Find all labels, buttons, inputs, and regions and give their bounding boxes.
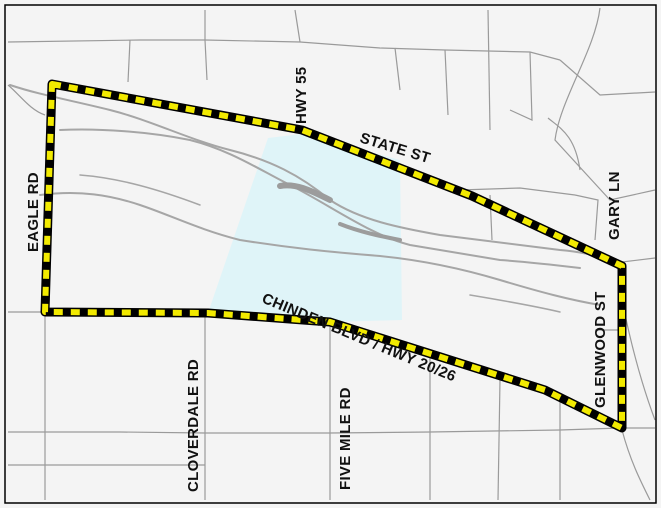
label-hwy-55: HWY 55 bbox=[293, 67, 310, 124]
label-cloverdale-rd: CLOVERDALE RD bbox=[185, 359, 202, 492]
highlighted-area bbox=[208, 134, 402, 322]
road-network bbox=[7, 7, 656, 501]
map-frame bbox=[4, 4, 657, 504]
label-five-mile-rd: FIVE MILE RD bbox=[337, 387, 354, 490]
label-gary-ln: GARY LN bbox=[606, 171, 623, 240]
river bbox=[9, 84, 623, 313]
label-glenwood-st: GLENWOOD ST bbox=[592, 291, 609, 408]
study-area-boundary bbox=[40, 79, 627, 433]
label-eagle-rd: EAGLE RD bbox=[25, 172, 42, 252]
